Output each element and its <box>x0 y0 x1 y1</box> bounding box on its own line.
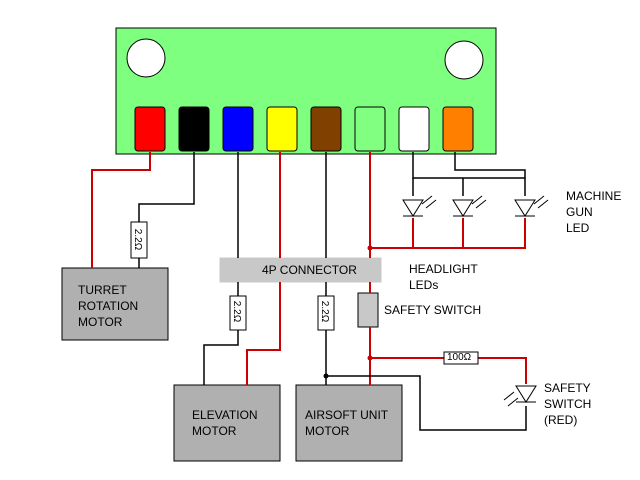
terminal-orange <box>442 106 474 152</box>
resistor-icon <box>317 295 335 331</box>
safety-switch-led-label: SAFETY SWITCH (RED) <box>544 381 592 427</box>
machine-gun-led-label: MACHINE GUN LED <box>566 189 622 235</box>
turret-motor-label: TURRET ROTATION MOTOR <box>78 283 139 329</box>
resistor-airsoft-value: 2.2Ω <box>319 300 331 323</box>
wire-red-turret <box>91 152 151 268</box>
connector-box <box>219 257 382 283</box>
wire-blue-elevation <box>203 330 239 385</box>
control-board <box>115 27 497 155</box>
headlight-leds-label: HEADLIGHT LEDs <box>409 262 478 292</box>
led-diode-icon <box>503 385 537 407</box>
wire-orange <box>454 152 526 178</box>
mounting-hole-right <box>444 40 484 80</box>
resistor-icon <box>443 351 479 365</box>
led-diode-icon <box>452 195 487 217</box>
airsoft-motor-box <box>295 384 403 462</box>
terminal-blue <box>222 106 254 152</box>
wire-red-elevation-down <box>246 282 281 385</box>
led-diode-icon <box>402 195 437 217</box>
junction-dot-airsoft <box>323 373 329 379</box>
resistor-safety-value: 100Ω <box>447 352 472 363</box>
terminal-yellow <box>266 106 298 152</box>
resistor-elevation-value: 2.2Ω <box>231 300 243 323</box>
resistor-icon <box>130 221 148 259</box>
safety-switch-box <box>357 292 379 328</box>
junction-dot-red-2 <box>367 355 373 361</box>
terminal-white <box>398 106 430 152</box>
connector-label: 4P CONNECTOR <box>262 263 357 277</box>
terminal-red <box>134 106 166 152</box>
turret-motor-box <box>61 267 169 341</box>
elevation-motor-box <box>173 384 281 462</box>
airsoft-motor-label: AIRSOFT UNIT MOTOR <box>305 408 389 438</box>
elevation-motor-label: ELEVATION MOTOR <box>192 408 258 438</box>
terminal-brown <box>310 106 342 152</box>
resistor-icon <box>229 295 247 331</box>
wire-safety-led-black <box>326 375 527 431</box>
wire-safety-led-red <box>370 357 527 384</box>
wire-white <box>412 152 526 196</box>
safety-switch-label: SAFETY SWITCH <box>384 303 482 317</box>
junction-dot-red-1 <box>367 245 373 251</box>
wire-black-turret <box>138 152 195 222</box>
terminals <box>134 106 474 152</box>
mounting-hole-left <box>126 38 166 78</box>
terminal-light-green <box>354 106 386 152</box>
wire-led-common <box>370 218 526 249</box>
led-diode-icon <box>514 195 549 217</box>
terminal-black <box>178 106 210 152</box>
resistor-turret-value: 2.2Ω <box>132 228 144 251</box>
